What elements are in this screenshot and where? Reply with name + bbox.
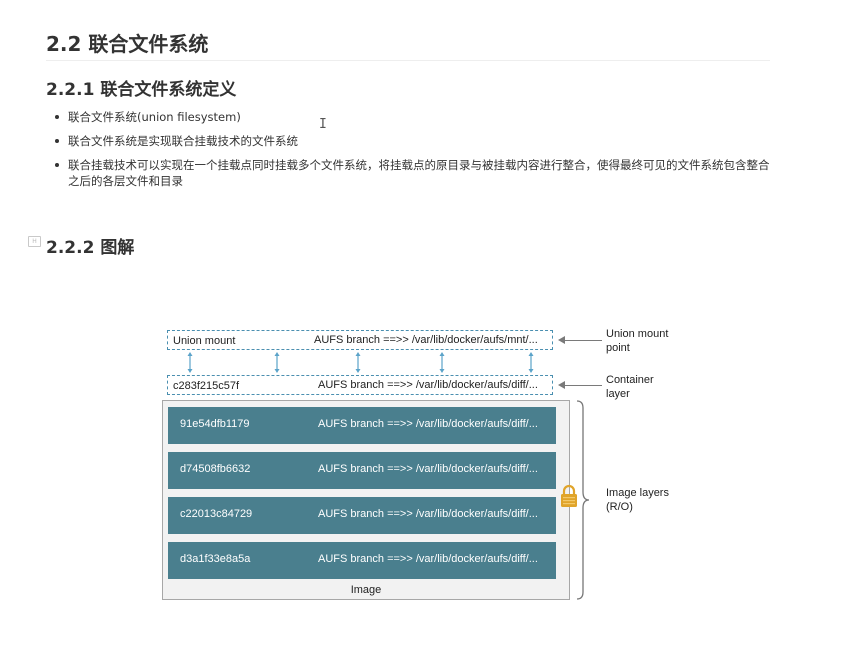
list-item: 联合文件系统是实现联合挂载技术的文件系统 [55, 133, 778, 149]
double-arrow-icon [528, 352, 534, 373]
text-cursor-icon: I [319, 117, 327, 132]
label-line: Container [606, 374, 654, 386]
layer-branch: AUFS branch ==>> /var/lib/docker/aufs/di… [318, 418, 538, 430]
union-mount-id: Union mount [173, 335, 236, 347]
double-arrow-icon [355, 352, 361, 373]
bullet-dot [55, 163, 59, 167]
arrow-left-icon [558, 381, 565, 389]
layer-id: c22013c84729 [180, 508, 253, 520]
pointer-line [565, 385, 602, 386]
section-title: 2.2 联合文件系统 [46, 32, 209, 56]
image-layer: d74508fb6632 AUFS branch ==>> /var/lib/d… [168, 452, 556, 489]
brace-icon [576, 400, 590, 600]
double-arrow-icon [187, 352, 193, 373]
label-line: Union mount [606, 328, 669, 340]
label-line: (R/O) [606, 501, 633, 513]
layer-branch: AUFS branch ==>> /var/lib/docker/aufs/di… [318, 508, 538, 520]
image-layer: c22013c84729 AUFS branch ==>> /var/lib/d… [168, 497, 556, 534]
image-layer: d3a1f33e8a5a AUFS branch ==>> /var/lib/d… [168, 542, 556, 579]
union-mount-branch: AUFS branch ==>> /var/lib/docker/aufs/mn… [314, 334, 538, 346]
bullet-dot [55, 139, 59, 143]
bullet-dot [55, 115, 59, 119]
list-item-text: 联合文件系统(union filesystem) [68, 110, 241, 124]
image-label: Image [350, 584, 382, 596]
label-line: Image layers [606, 487, 669, 499]
subsection-title-definition: 2.2.1 联合文件系统定义 [46, 80, 237, 100]
label-line: point [606, 342, 630, 354]
image-box: 91e54dfb1179 AUFS branch ==>> /var/lib/d… [162, 400, 570, 600]
definition-list: 联合文件系统(union filesystem) 联合文件系统是实现联合挂载技术… [55, 109, 778, 197]
list-item: 联合挂载技术可以实现在一个挂载点同时挂载多个文件系统，将挂载点的原目录与被挂载内… [55, 157, 778, 189]
arrow-left-icon [558, 336, 565, 344]
layer-branch: AUFS branch ==>> /var/lib/docker/aufs/di… [318, 463, 538, 475]
layer-branch: AUFS branch ==>> /var/lib/docker/aufs/di… [318, 553, 538, 565]
list-item-text: 联合挂载技术可以实现在一个挂载点同时挂载多个文件系统，将挂载点的原目录与被挂载内… [68, 158, 770, 188]
double-arrow-icon [274, 352, 280, 373]
union-mount-point-label: Union mount point [606, 327, 696, 355]
container-layer-label: Container layer [606, 373, 696, 401]
container-branch: AUFS branch ==>> /var/lib/docker/aufs/di… [318, 379, 538, 391]
lock-icon [561, 484, 577, 507]
image-layer: 91e54dfb1179 AUFS branch ==>> /var/lib/d… [168, 407, 556, 444]
union-mount-row: Union mount AUFS branch ==>> /var/lib/do… [167, 330, 553, 350]
aufs-diagram: Union mount AUFS branch ==>> /var/lib/do… [155, 322, 695, 606]
pointer-line [565, 340, 602, 341]
list-item-text: 联合文件系统是实现联合挂载技术的文件系统 [68, 134, 298, 148]
section-divider [46, 60, 770, 61]
double-arrow-icon [439, 352, 445, 373]
container-layer-row: c283f215c57f AUFS branch ==>> /var/lib/d… [167, 375, 553, 395]
link-anchor-icon[interactable]: H [28, 236, 41, 247]
label-line: layer [606, 388, 630, 400]
subsection-title-diagram: 2.2.2 图解 [46, 238, 135, 258]
container-id: c283f215c57f [173, 380, 240, 392]
layer-id: 91e54dfb1179 [180, 418, 250, 430]
layer-id: d3a1f33e8a5a [180, 553, 251, 565]
list-item: 联合文件系统(union filesystem) [55, 109, 778, 125]
layer-id: d74508fb6632 [180, 463, 251, 475]
image-layers-label: Image layers (R/O) [606, 486, 696, 514]
